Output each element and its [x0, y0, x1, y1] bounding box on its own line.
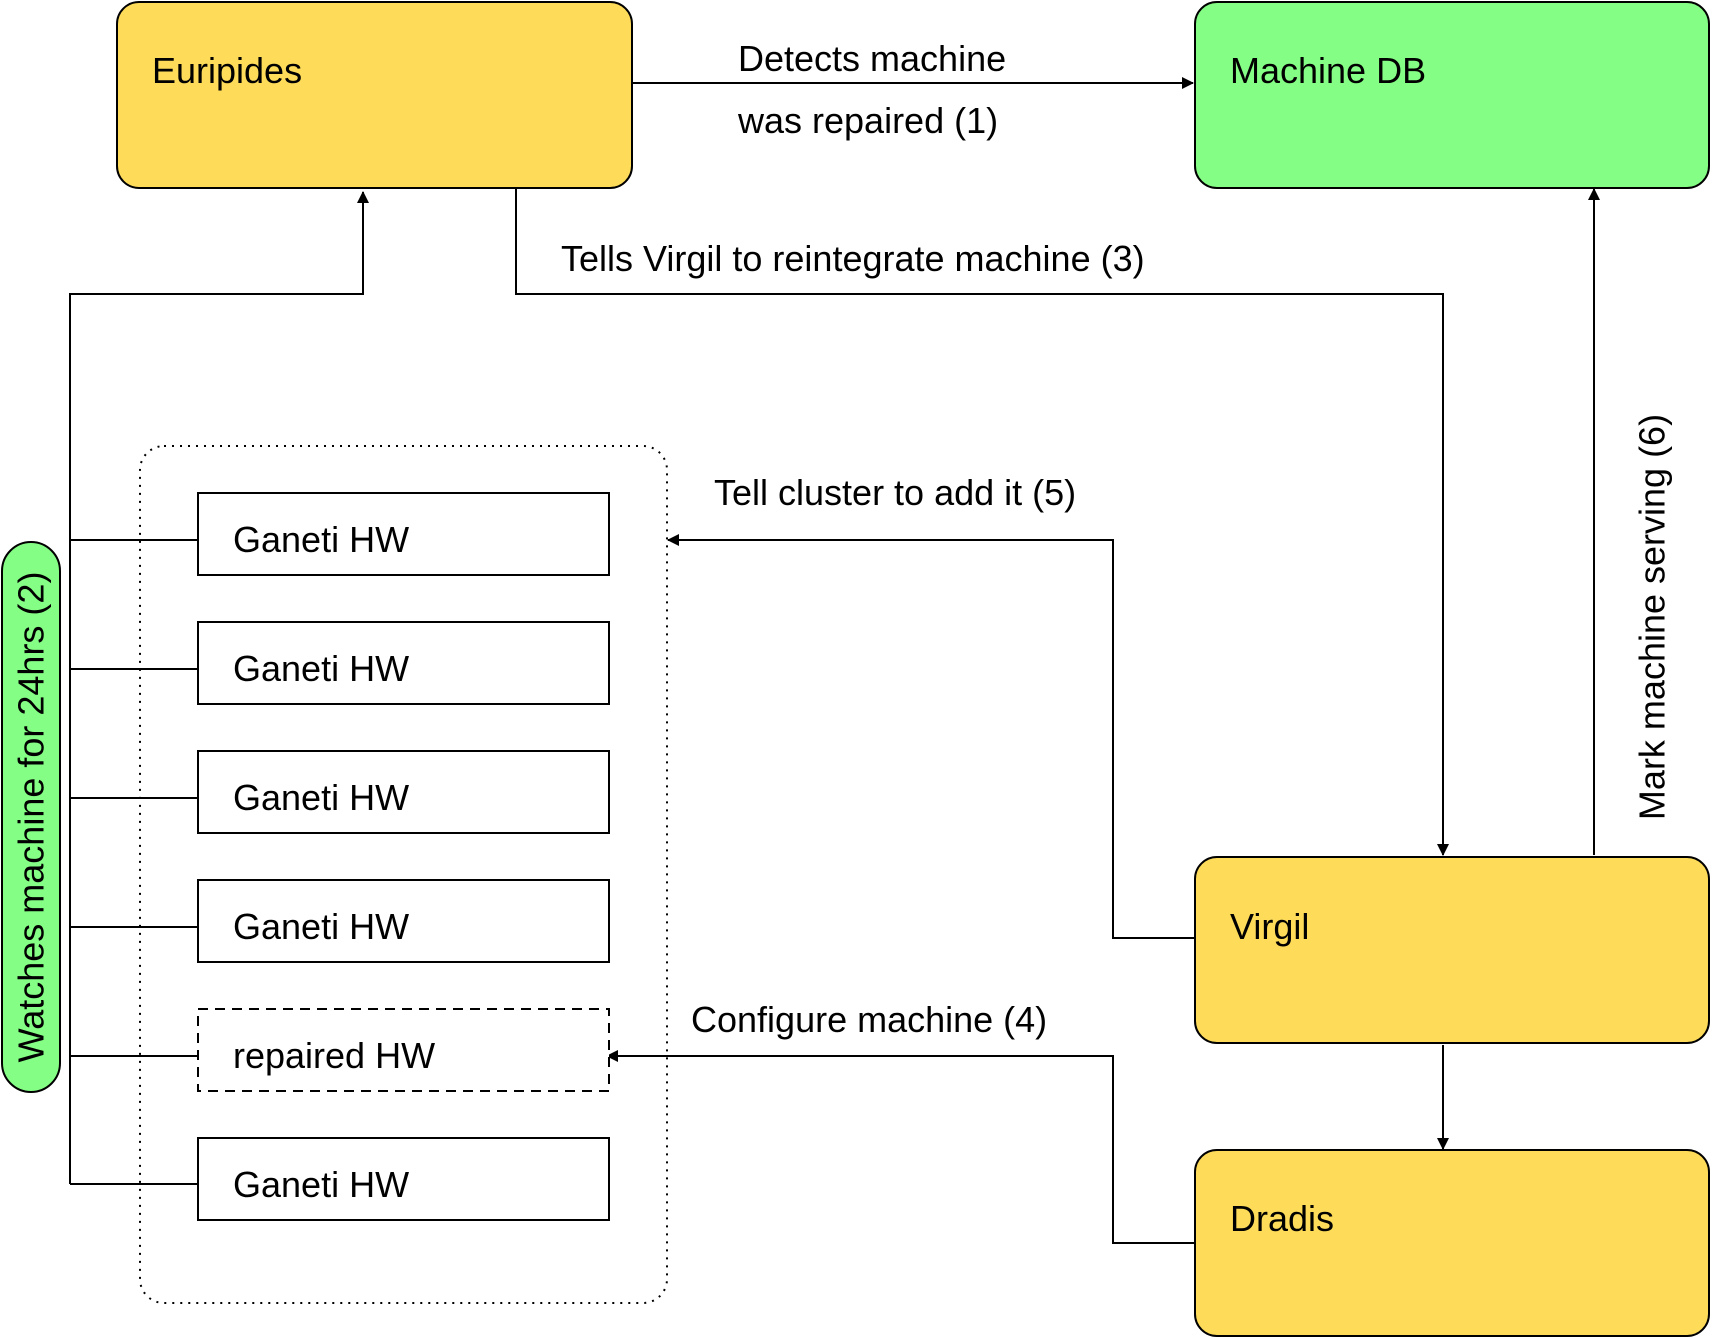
- mark-serving-label: Mark machine serving (6): [1632, 414, 1673, 820]
- dradis-node: Dradis: [1194, 1149, 1710, 1337]
- repaired-machine-box: repaired HW: [197, 1008, 610, 1092]
- detects-label-line1: Detects machine: [738, 38, 1006, 79]
- edge-tell-cluster: [667, 534, 1195, 939]
- machine-box: Ganeti HW: [197, 1137, 610, 1221]
- machine-label: repaired HW: [233, 1035, 435, 1076]
- virgil-label: Virgil: [1230, 906, 1309, 947]
- machine-db-node: Machine DB: [1194, 1, 1710, 189]
- edge-watches-to-euripides: [69, 191, 369, 1184]
- edge-configure-machine: [606, 1050, 1195, 1244]
- detects-label-line2: was repaired (1): [737, 100, 998, 141]
- machine-label: Ganeti HW: [233, 648, 409, 689]
- machine-box: Ganeti HW: [197, 750, 610, 834]
- virgil-node: Virgil: [1194, 856, 1710, 1044]
- dradis-label: Dradis: [1230, 1198, 1334, 1239]
- tells-virgil-label: Tells Virgil to reintegrate machine (3): [561, 238, 1145, 279]
- edge-tells-virgil: [515, 189, 1449, 856]
- machine-label: Ganeti HW: [233, 906, 409, 947]
- cluster-container: [139, 445, 668, 1304]
- euripides-label: Euripides: [152, 50, 302, 91]
- machine-box: Ganeti HW: [197, 621, 610, 705]
- machine-box: Ganeti HW: [197, 492, 610, 576]
- machine-db-label: Machine DB: [1230, 50, 1426, 91]
- machine-box: Ganeti HW: [197, 879, 610, 963]
- euripides-node: Euripides: [116, 1, 633, 189]
- machine-label: Ganeti HW: [233, 1164, 409, 1205]
- watches-pill: Watches machine for 24hrs (2): [1, 541, 61, 1093]
- configure-label: Configure machine (4): [691, 999, 1047, 1040]
- machine-label: Ganeti HW: [233, 777, 409, 818]
- tell-cluster-label: Tell cluster to add it (5): [714, 472, 1076, 513]
- machine-label: Ganeti HW: [233, 519, 409, 560]
- watches-label: Watches machine for 24hrs (2): [11, 572, 52, 1063]
